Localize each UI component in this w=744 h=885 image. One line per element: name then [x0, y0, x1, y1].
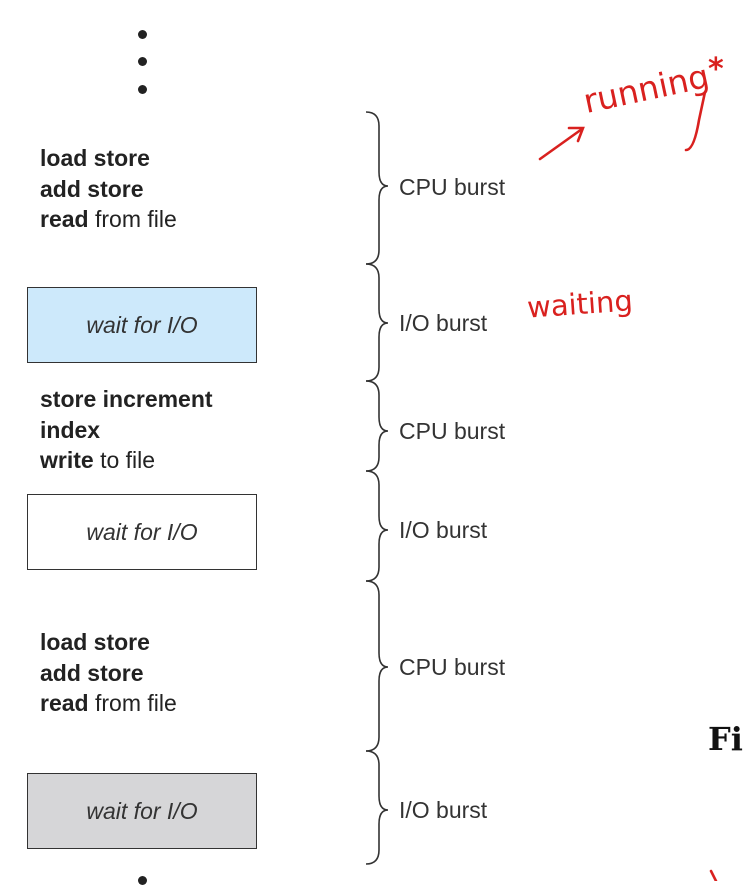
- code-line: write to file: [40, 447, 156, 473]
- wait-io-label: wait for I/O: [86, 797, 198, 824]
- brace-io-2: [365, 470, 389, 582]
- code-line: index: [40, 416, 101, 443]
- wait-io-label: wait for I/O: [86, 311, 198, 338]
- code-block-1: load store add store read from file: [40, 143, 177, 235]
- arrow-line: [538, 127, 584, 161]
- brace-cpu-1: [365, 111, 389, 265]
- wait-io-box-3: wait for I/O: [27, 773, 257, 849]
- figure-label: Fi: [708, 720, 743, 758]
- wait-io-label: wait for I/O: [86, 518, 198, 545]
- ellipsis-dot-2: [138, 57, 147, 66]
- code-line: add store: [40, 175, 144, 202]
- burst-label-cpu-2: CPU burst: [399, 418, 506, 444]
- annotation-star-icon: *: [708, 52, 724, 87]
- brace-cpu-3: [365, 580, 389, 752]
- burst-label-io-3: I/O burst: [399, 797, 488, 823]
- burst-label-cpu-3: CPU burst: [399, 654, 506, 680]
- burst-label-cpu-1: CPU burst: [399, 174, 506, 200]
- ellipsis-dot-1: [138, 30, 147, 39]
- running-tail: [684, 90, 707, 152]
- code-line: load store: [40, 145, 150, 171]
- bottom-mark: [709, 869, 718, 881]
- arrow-head: [567, 126, 585, 143]
- code-line: add store: [40, 659, 144, 686]
- burst-label-io-2: I/O burst: [399, 517, 488, 543]
- brace-io-3: [365, 750, 389, 865]
- code-line: read from file: [40, 206, 177, 232]
- brace-io-1: [365, 263, 389, 382]
- wait-io-box-2: wait for I/O: [27, 494, 257, 570]
- code-block-2: store increment index write to file: [40, 384, 213, 476]
- burst-label-io-1: I/O burst: [399, 310, 488, 336]
- code-line: store increment: [40, 386, 213, 412]
- code-block-3: load store add store read from file: [40, 627, 177, 719]
- code-line: read from file: [40, 690, 177, 716]
- brace-cpu-2: [365, 380, 389, 472]
- wait-io-box-1: wait for I/O: [27, 287, 257, 363]
- ellipsis-dot-3: [138, 85, 147, 94]
- code-line: load store: [40, 629, 150, 655]
